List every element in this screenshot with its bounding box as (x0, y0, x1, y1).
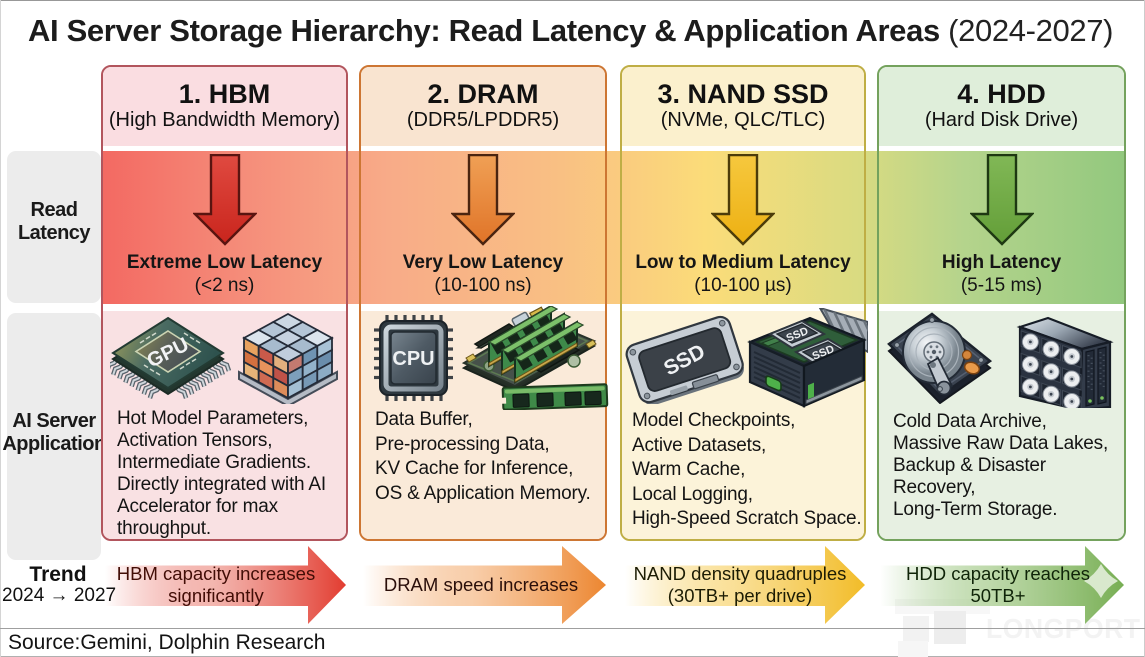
svg-text:CPU: CPU (392, 348, 434, 370)
